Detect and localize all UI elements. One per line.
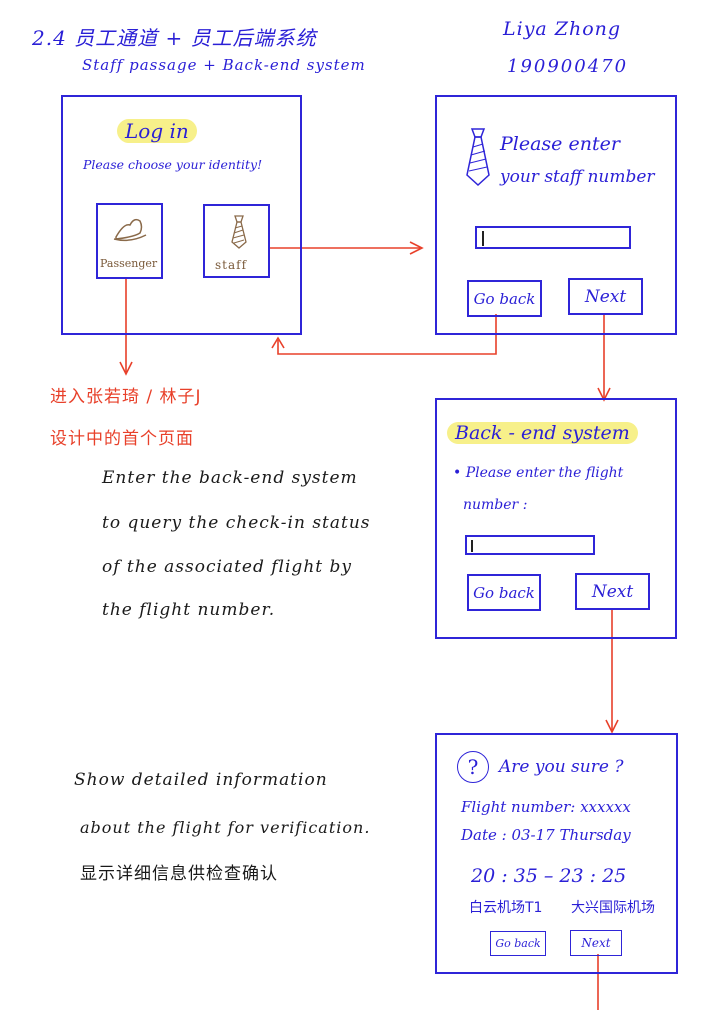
header-title-cn: 2.4 员工通道 + 员工后端系统 bbox=[32, 26, 317, 50]
tie-icon bbox=[231, 215, 247, 249]
staff-label: staff bbox=[215, 258, 248, 272]
header-title-en: Staff passage + Back-end system bbox=[82, 56, 366, 74]
confirm-note-line2: about the flight for verification. bbox=[80, 818, 371, 837]
confirm-screen: ? Are you sure ? Flight number: xxxxxx D… bbox=[435, 733, 678, 974]
flight-prompt-line2: number : bbox=[463, 497, 528, 513]
staff-prompt-line2: your staff number bbox=[500, 167, 655, 187]
backend-note-line3: of the associated flight by bbox=[102, 557, 352, 577]
passenger-label: Passenger bbox=[100, 257, 158, 270]
flight-number-text: Flight number: xxxxxx bbox=[461, 798, 631, 816]
next-button[interactable]: Next bbox=[570, 930, 622, 956]
hat-icon bbox=[113, 218, 147, 242]
backend-note-line4: the flight number. bbox=[102, 600, 276, 620]
to-airport: 大兴国际机场 bbox=[571, 900, 655, 916]
confirm-note-line1: Show detailed information bbox=[74, 770, 328, 790]
time-text: 20 : 35 – 23 : 25 bbox=[471, 865, 627, 887]
staff-number-input[interactable] bbox=[475, 226, 631, 249]
confirm-title: Are you sure ? bbox=[499, 757, 624, 777]
passenger-note-line1: 进入张若琦 / 林子J bbox=[50, 387, 202, 407]
flight-prompt-line1: • Please enter the flight bbox=[453, 465, 624, 481]
flight-number-input[interactable] bbox=[465, 535, 595, 555]
next-button[interactable]: Next bbox=[575, 573, 650, 610]
from-airport: 白云机场T1 bbox=[469, 900, 543, 916]
student-id: 190900470 bbox=[507, 56, 629, 77]
next-button[interactable]: Next bbox=[568, 278, 643, 315]
staff-option[interactable]: staff bbox=[203, 204, 270, 278]
date-text: Date : 03-17 Thursday bbox=[461, 826, 631, 844]
passenger-option[interactable]: Passenger bbox=[96, 203, 163, 279]
staff-prompt-line1: Please enter bbox=[500, 133, 620, 155]
text-caret bbox=[482, 231, 484, 246]
login-screen: Log in Please choose your identity! Pass… bbox=[61, 95, 302, 335]
backend-note-line1: Enter the back-end system bbox=[102, 468, 358, 488]
login-title: Log in bbox=[117, 119, 197, 143]
go-back-button[interactable]: Go back bbox=[467, 574, 541, 611]
confirm-note-line3: 显示详细信息供检查确认 bbox=[80, 864, 278, 884]
backend-screen: Back - end system • Please enter the fli… bbox=[435, 398, 677, 639]
text-caret bbox=[471, 540, 473, 552]
go-back-button[interactable]: Go back bbox=[490, 931, 546, 956]
backend-note-line2: to query the check-in status bbox=[102, 513, 371, 533]
question-icon: ? bbox=[457, 751, 489, 783]
go-back-button[interactable]: Go back bbox=[467, 280, 542, 317]
author-name: Liya Zhong bbox=[503, 18, 622, 40]
staff-number-screen: Please enter your staff number Go back N… bbox=[435, 95, 677, 335]
identity-prompt: Please choose your identity! bbox=[83, 157, 263, 172]
tie-icon bbox=[466, 128, 490, 187]
backend-title: Back - end system bbox=[447, 422, 638, 444]
passenger-note-line2: 设计中的首个页面 bbox=[50, 429, 194, 449]
